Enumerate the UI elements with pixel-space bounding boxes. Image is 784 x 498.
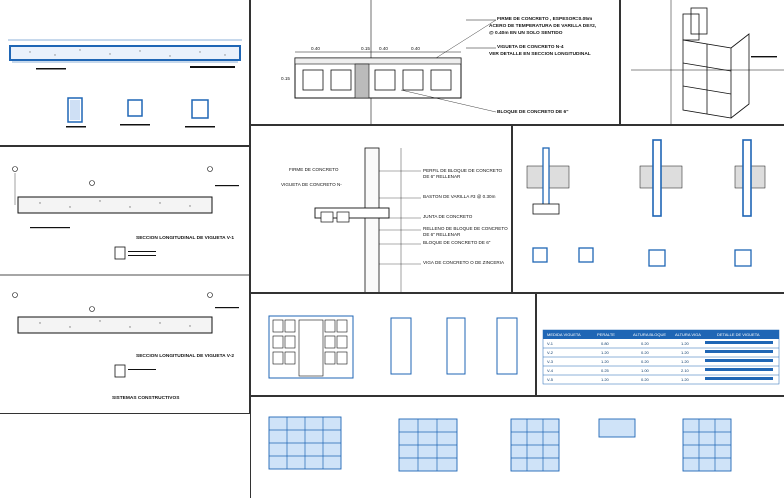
row-4-bloque: 1.00 — [641, 368, 650, 373]
pane-muros — [250, 396, 784, 498]
det-firme: FIRME DE CONCRETO — [289, 167, 339, 172]
pane-columnas — [512, 125, 784, 293]
note-acero: ACERO DE TEMPERATURA DE VARILLA DE#2, — [489, 23, 597, 29]
row-4-viga: 2.10 — [681, 368, 690, 373]
pane-isometrico — [620, 0, 784, 125]
row-1-bloque: 0.20 — [641, 341, 650, 346]
dim-4: 0.40 — [411, 46, 420, 51]
row-5-viga: 1.20 — [681, 377, 690, 382]
pane-puertas — [250, 293, 536, 396]
row-4-medida: V-4 — [547, 368, 554, 373]
note-sentido: @ 0.40m EN UN SOLO SENTIDO — [489, 30, 563, 36]
row-2-peralte: 1.20 — [601, 350, 610, 355]
row-5-medida: V-5 — [547, 377, 554, 382]
pane-losa-seccion: 0.40 0.15 0.40 0.40 0.15 FIRME DE CONCRE… — [250, 0, 620, 125]
row-5-peralte: 1.20 — [601, 377, 610, 382]
row-5-bloque: 0.20 — [641, 377, 650, 382]
det-baston: BASTON DE VARILLA #3 @ 0.30m — [423, 194, 496, 199]
row-3-bloque: 0.20 — [641, 359, 650, 364]
th-medida: MEDIDA VIGUETA — [547, 332, 581, 337]
det-relleno: RELLENO DE BLOQUE DE CONCRETO — [423, 226, 508, 231]
pane-detalle: FIRME DE CONCRETO VIGUETA DE CONCRETO N-… — [250, 125, 512, 293]
seccion-1-title: SECCION LONGITUDINAL DE VIGUETA V-1 — [136, 235, 234, 241]
th-detalle: DETALLE DE VIGUETA — [717, 332, 760, 337]
row-4-peralte: 0.25 — [601, 368, 610, 373]
row-1-peralte: 0.80 — [601, 341, 610, 346]
row-3-viga: 1.20 — [681, 359, 690, 364]
pane-secciones: SECCION LONGITUDINAL DE VIGUETA V-1 SECC… — [0, 146, 250, 414]
note-seccion: VER DETALLE EN SECCION LONGITUDINAL — [489, 51, 591, 57]
pane-viga-longitudinal — [0, 0, 250, 146]
dim-1: 0.40 — [311, 46, 320, 51]
th-peralte: PERALTE — [597, 332, 615, 337]
det-junta: JUNTA DE CONCRETO — [423, 214, 473, 219]
det-relleno-b: DE 6" RELLENAR — [423, 232, 461, 237]
row-3-peralte: 1.20 — [601, 359, 610, 364]
note-firme: FIRME DE CONCRETO , ESPESOR=0.05m — [497, 16, 592, 22]
dim-2: 0.15 — [361, 46, 370, 51]
th-altura-viga: ALTURA VIGA — [675, 332, 701, 337]
det-bloque: BLOQUE DE CONCRETO DE 6" — [423, 240, 491, 245]
det-perfil: PERFIL DE BLOQUE DE CONCRETO — [423, 168, 503, 173]
row-1-medida: V-1 — [547, 341, 554, 346]
note-vigueta: VIGUETA DE CONCRETO N-4 — [497, 44, 564, 50]
pane-tabla: MEDIDA VIGUETA PERALTE ALTURA BLOQUE ALT… — [536, 293, 784, 396]
det-viga: VIGA DE CONCRETO O DE ZINCERIA — [423, 260, 505, 265]
th-altura-bloque: ALTURA BLOQUE — [633, 332, 666, 337]
row-2-medida: V-2 — [547, 350, 554, 355]
dim-3: 0.40 — [379, 46, 388, 51]
det-vigueta: VIGUETA DE CONCRETO N- — [281, 182, 342, 187]
row-2-bloque: 0.20 — [641, 350, 650, 355]
det-perfil-b: DE 6" RELLENAR — [423, 174, 461, 179]
row-3-medida: V-3 — [547, 359, 554, 364]
footer-title: SISTEMAS CONSTRUCTIVOS — [112, 395, 180, 401]
muro-1 — [268, 416, 342, 470]
row-2-viga: 1.20 — [681, 350, 690, 355]
seccion-2-title: SECCION LONGITUDINAL DE VIGUETA V-2 — [136, 353, 234, 359]
row-1-viga: 1.20 — [681, 341, 690, 346]
note-bloque: BLOQUE DE CONCRETO DE 6" — [497, 109, 568, 115]
dim-left: 0.15 — [281, 76, 290, 81]
